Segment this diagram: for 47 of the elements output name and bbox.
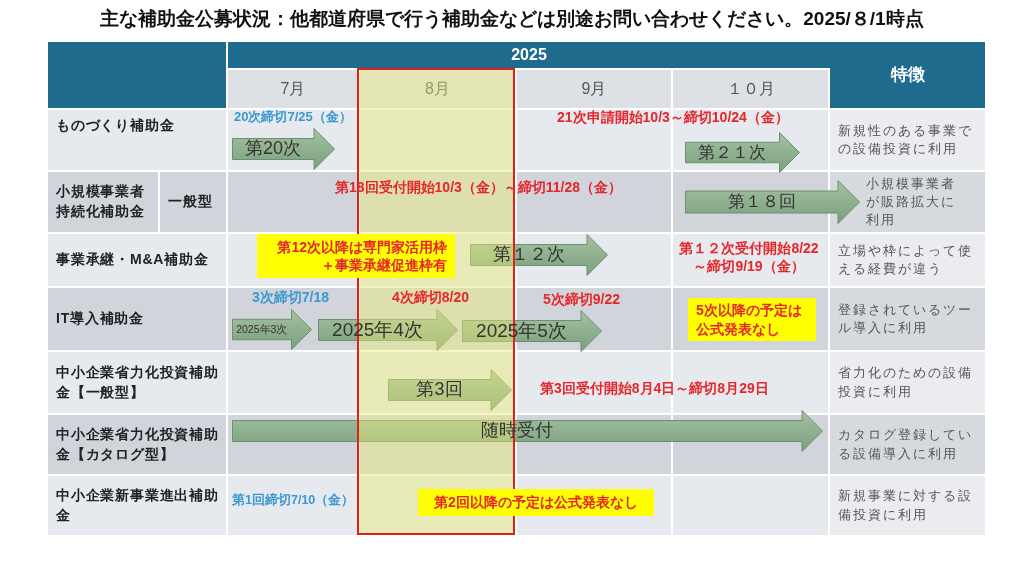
feature-cell: 登録されているツール導入に利用 xyxy=(830,288,985,350)
deadline-text: 第１２次受付開始8/22～締切9/19（金） xyxy=(678,240,820,275)
schedule-bar xyxy=(685,180,860,224)
bar-label: 第２１次 xyxy=(698,143,767,162)
deadline-text: 第1回締切7/10（金） xyxy=(232,493,355,509)
feature-cell: 新規事業に対する設備投資に利用 xyxy=(830,476,985,535)
feature-cell: 小規模事業者が販路拡大に利用 xyxy=(830,172,985,232)
schedule-bar xyxy=(462,310,602,352)
bar-label: 第3回 xyxy=(416,380,463,400)
deadline-text: 5次締切9/22 xyxy=(543,291,621,309)
deadline-text: 20次締切7/25（金） xyxy=(234,109,352,126)
feature-cell: 省力化のための設備投資に利用 xyxy=(830,352,985,413)
schedule-bar xyxy=(232,410,823,452)
highlight-note: 第12次以降は専門家活用枠＋事業承継促進枠有 xyxy=(257,234,455,278)
column-header-cell: 特徴 xyxy=(830,42,985,108)
deadline-text: 第3回受付開始8月4日～締切8月29日 xyxy=(540,380,769,398)
year-header-cell: 2025 xyxy=(228,42,830,68)
row-header-cell: 小規模事業者持続化補助金 xyxy=(48,172,158,232)
feature-cell: 立場や枠によって使える経費が違う xyxy=(830,234,985,286)
feature-cell: 新規性のある事業での設備投資に利用 xyxy=(830,110,985,170)
page-title: 主な補助金公募状況：他都道府県で行う補助金などは別途お問い合わせください。2025/８/1時点 xyxy=(100,7,924,31)
row-header-cell: 中小企業省力化投資補助金【一般型】 xyxy=(48,352,226,413)
bar-label: 第20次 xyxy=(245,139,301,159)
feature-cell: カタログ登録している設備導入に利用 xyxy=(830,415,985,474)
row-header-cell: 事業承継・M&A補助金 xyxy=(48,234,226,286)
bar-label: 第１８回 xyxy=(727,192,796,212)
highlight-note: 第2回以降の予定は公式発表なし xyxy=(418,489,654,516)
deadline-text: 3次締切7/18 xyxy=(252,289,330,307)
schedule-bar xyxy=(232,128,335,170)
row-subheader-cell: 一般型 xyxy=(160,172,226,232)
month-header-cell: 7月 xyxy=(228,70,358,108)
bar-label: 2025年3次 xyxy=(236,323,288,336)
row-header-cell: ものづくり補助金 xyxy=(48,110,226,170)
highlight-note: 5次以降の予定は公式発表なし xyxy=(688,298,816,341)
schedule-bar xyxy=(232,309,312,350)
schedule-bar xyxy=(388,369,512,411)
deadline-text: 21次申請開始10/3～締切10/24（金） xyxy=(557,109,789,127)
row-header-cell: IT導入補助金 xyxy=(48,288,226,350)
schedule-bar xyxy=(318,309,458,351)
schedule-bar xyxy=(470,234,608,276)
row-header-cell: 中小企業新事業進出補助金 xyxy=(48,476,226,535)
month-header-cell: 9月 xyxy=(517,70,671,108)
row-header-cell: 中小企業省力化投資補助金【カタログ型】 xyxy=(48,415,226,474)
schedule-bar xyxy=(685,132,800,173)
month-header-cell: 8月 xyxy=(360,70,515,108)
month-header-cell: １０月 xyxy=(673,70,828,108)
deadline-text: 4次締切8/20 xyxy=(392,289,470,307)
